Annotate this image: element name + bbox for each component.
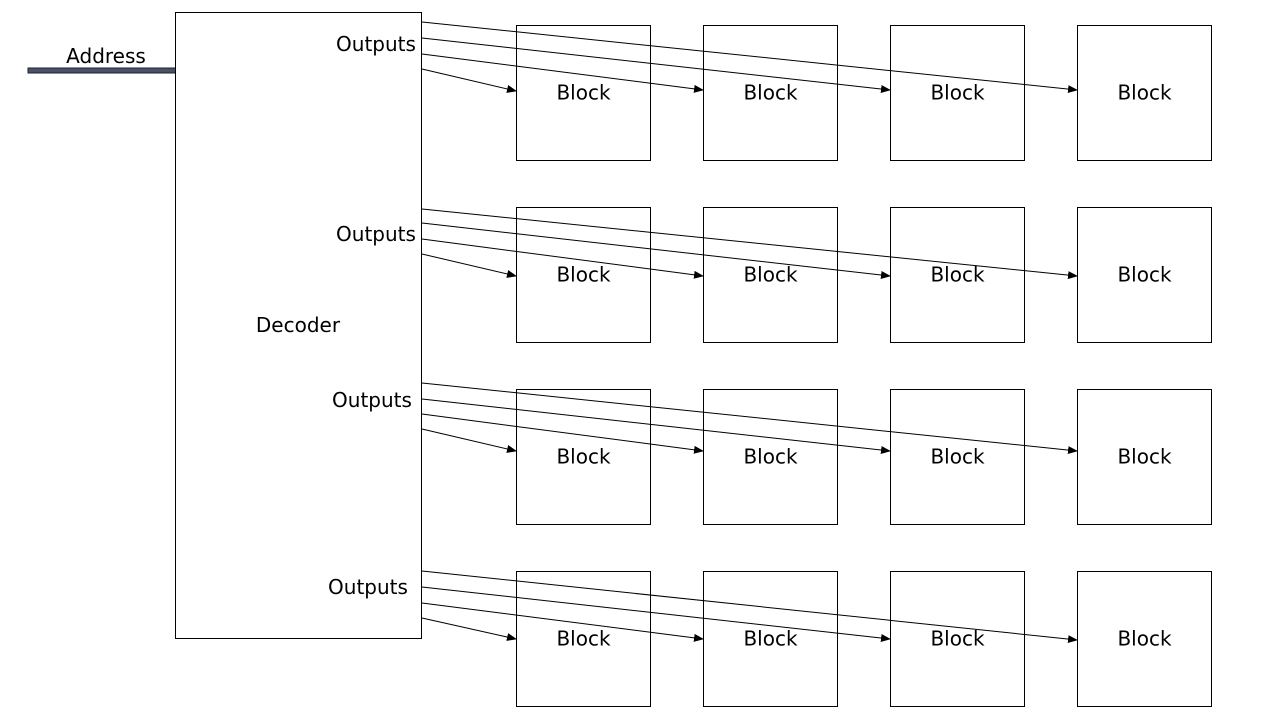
block-label-r1-c2: Block <box>743 81 798 105</box>
block-r1-c3 <box>890 25 1025 161</box>
output-wire-r2-to-c2 <box>421 238 704 279</box>
outputs-label-row-1: Outputs <box>336 32 416 56</box>
block-r4-c4 <box>1077 571 1212 707</box>
block-label-r3-c3: Block <box>930 445 985 469</box>
block-label-r4-c4: Block <box>1117 627 1172 651</box>
output-wire-r1-to-c4 <box>421 21 1078 94</box>
block-r3-c3 <box>890 389 1025 525</box>
outputs-label-row-3: Outputs <box>332 388 412 412</box>
block-r3-c2 <box>703 389 838 525</box>
outputs-label-row-2: Outputs <box>336 222 416 246</box>
decoder-label: Decoder <box>256 313 341 337</box>
block-label-r1-c1: Block <box>556 81 611 105</box>
block-label-r2-c4: Block <box>1117 263 1172 287</box>
block-label-r4-c1: Block <box>556 627 611 651</box>
outputs-label-row-4: Outputs <box>328 575 408 599</box>
block-label-r2-c3: Block <box>930 263 985 287</box>
output-wire-r4-to-c1 <box>421 617 517 641</box>
block-label-r3-c2: Block <box>743 445 798 469</box>
output-wire-r4-to-c3 <box>421 586 891 642</box>
block-label-r3-c4: Block <box>1117 445 1172 469</box>
output-wire-r1-to-c1 <box>421 68 517 93</box>
output-wire-r1-to-c2 <box>421 53 704 93</box>
output-wire-r4-to-c2 <box>421 602 704 642</box>
output-wire-r2-to-c3 <box>421 222 891 279</box>
block-r2-c3 <box>890 207 1025 343</box>
block-r1-c2 <box>703 25 838 161</box>
block-label-r1-c3: Block <box>930 81 985 105</box>
output-wire-r3-to-c3 <box>421 398 891 454</box>
decoder-box <box>175 12 422 639</box>
block-label-r1-c4: Block <box>1117 81 1172 105</box>
output-wires <box>421 21 1078 644</box>
block-label-r4-c2: Block <box>743 627 798 651</box>
output-wire-r4-to-c4 <box>421 570 1078 644</box>
block-r3-c4 <box>1077 389 1212 525</box>
block-r4-c3 <box>890 571 1025 707</box>
output-wire-r3-to-c4 <box>421 382 1078 455</box>
block-r2-c2 <box>703 207 838 343</box>
address-label: Address <box>66 44 146 68</box>
block-label-r3-c1: Block <box>556 445 611 469</box>
block-r1-c4 <box>1077 25 1212 161</box>
output-wire-r3-to-c2 <box>421 413 704 454</box>
output-wire-r1-to-c3 <box>421 37 891 93</box>
output-wire-r2-to-c1 <box>421 253 517 278</box>
block-label-r2-c2: Block <box>743 263 798 287</box>
output-wire-r3-to-c1 <box>421 428 517 453</box>
block-label-r4-c3: Block <box>930 627 985 651</box>
block-r4-c1 <box>516 571 651 707</box>
block-label-r2-c1: Block <box>556 263 611 287</box>
block-r1-c1 <box>516 25 651 161</box>
output-wire-r2-to-c4 <box>421 208 1078 280</box>
block-r4-c2 <box>703 571 838 707</box>
address-bus <box>27 67 177 74</box>
